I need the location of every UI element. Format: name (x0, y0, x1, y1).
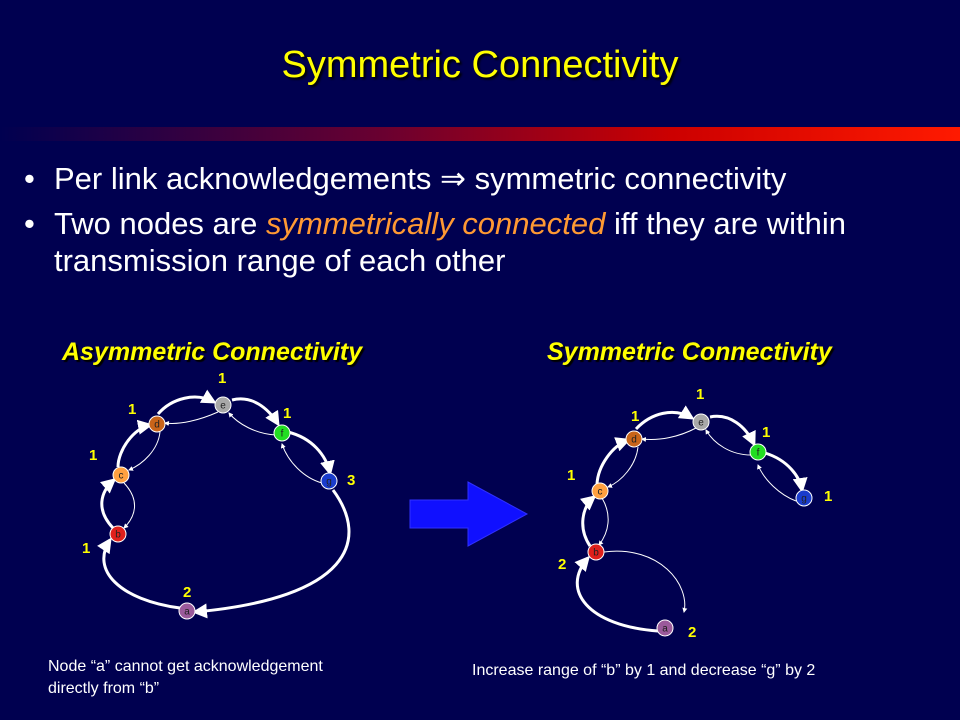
edge-c-b (598, 497, 609, 546)
weight-c: 1 (567, 467, 575, 484)
edge-f-g (764, 451, 808, 493)
bullet-dot-icon: • (24, 161, 35, 196)
weight-a: 2 (688, 624, 696, 641)
weight-b: 1 (82, 540, 90, 557)
bullet-list: • Per link acknowledgements ⇒ symmetric … (24, 160, 944, 287)
node-f: f (749, 443, 767, 461)
bullet-item: • Per link acknowledgements ⇒ symmetric … (24, 160, 944, 197)
edge-a-b (574, 555, 659, 633)
edge-b-a (603, 550, 688, 613)
weight-d: 1 (128, 401, 136, 418)
weight-a: 2 (183, 584, 191, 601)
bullet-1-text-before: Per link acknowledgements (54, 161, 440, 196)
edge-g-a (192, 489, 351, 619)
node-b: b (109, 525, 127, 543)
node-label: b (593, 548, 599, 559)
node-label: c (598, 487, 603, 498)
node-label: a (184, 607, 190, 618)
node-d: d (148, 415, 166, 433)
node-label: a (662, 624, 668, 635)
edge-f-e (228, 412, 277, 436)
edge-e-f (709, 414, 756, 447)
node-d: d (625, 430, 643, 448)
edge-a-b (97, 537, 181, 610)
node-c: c (591, 482, 609, 500)
node-b: b (587, 543, 605, 561)
transition-arrow-icon (409, 481, 529, 547)
edge-e-f (231, 397, 280, 427)
weight-f: 1 (762, 424, 770, 441)
edge-g-f (280, 443, 323, 484)
node-f: f (273, 424, 291, 442)
node-label: b (115, 530, 121, 541)
right-graph (574, 405, 808, 633)
left-caption: Node “a” cannot get acknowledgement dire… (48, 656, 428, 700)
weight-f: 1 (283, 405, 291, 422)
bullet-1-text-after: symmetric connectivity (465, 161, 787, 196)
node-label: g (326, 477, 332, 488)
edge-d-e (634, 405, 695, 431)
node-label: d (631, 435, 637, 446)
edge-b-c (100, 478, 117, 530)
node-e: e (214, 396, 232, 414)
weight-e: 1 (218, 370, 226, 387)
edge-g-f (757, 464, 797, 502)
weight-c: 1 (89, 447, 97, 464)
bullet-2-text-after: iff they are within transmission range o… (54, 206, 847, 278)
edge-d-c (607, 446, 639, 488)
right-diagram-title: Symmetric Connectivity (547, 338, 832, 366)
weight-d: 1 (631, 408, 639, 425)
weight-g: 3 (347, 472, 355, 489)
edge-e-d (641, 427, 697, 442)
edge-d-c (128, 431, 161, 471)
node-label: c (119, 471, 124, 482)
edge-c-b (123, 482, 135, 529)
edge-c-d (595, 437, 631, 485)
node-label: d (154, 420, 160, 431)
node-c: c (112, 466, 130, 484)
bullet-item: • Two nodes are symmetrically connected … (24, 205, 944, 279)
node-g: g (795, 489, 813, 507)
node-label: g (801, 494, 807, 505)
left-diagram-title: Asymmetric Connectivity (62, 338, 363, 366)
title-divider (0, 127, 960, 141)
left-caption-line1: Node “a” cannot get acknowledgement (48, 658, 323, 675)
edge-d-e (156, 389, 217, 416)
weight-e: 1 (696, 386, 704, 403)
edge-f-e (705, 429, 752, 456)
edge-b-c (579, 495, 597, 547)
node-a: a (178, 602, 196, 620)
left-caption-line2: directly from “b” (48, 680, 160, 697)
edge-c-d (116, 419, 153, 468)
node-label: f (757, 448, 760, 459)
node-a: a (656, 619, 674, 637)
right-caption: Increase range of “b” by 1 and decrease … (472, 662, 816, 679)
left-graph (97, 389, 351, 619)
bullet-2-text-before: Two nodes are (54, 206, 266, 241)
bullet-2-highlight: symmetrically connected (265, 206, 606, 241)
edge-f-g (287, 430, 335, 476)
node-label: f (281, 429, 284, 440)
node-g: g (320, 472, 338, 490)
edge-e-d (164, 411, 219, 427)
bullet-dot-icon: • (24, 206, 35, 241)
implies-symbol: ⇒ (439, 161, 466, 196)
slide-title: Symmetric Connectivity (281, 44, 679, 86)
node-label: e (698, 418, 704, 429)
weight-g: 1 (824, 488, 832, 505)
weight-b: 2 (558, 556, 566, 573)
node-e: e (692, 413, 710, 431)
node-label: e (220, 401, 226, 412)
